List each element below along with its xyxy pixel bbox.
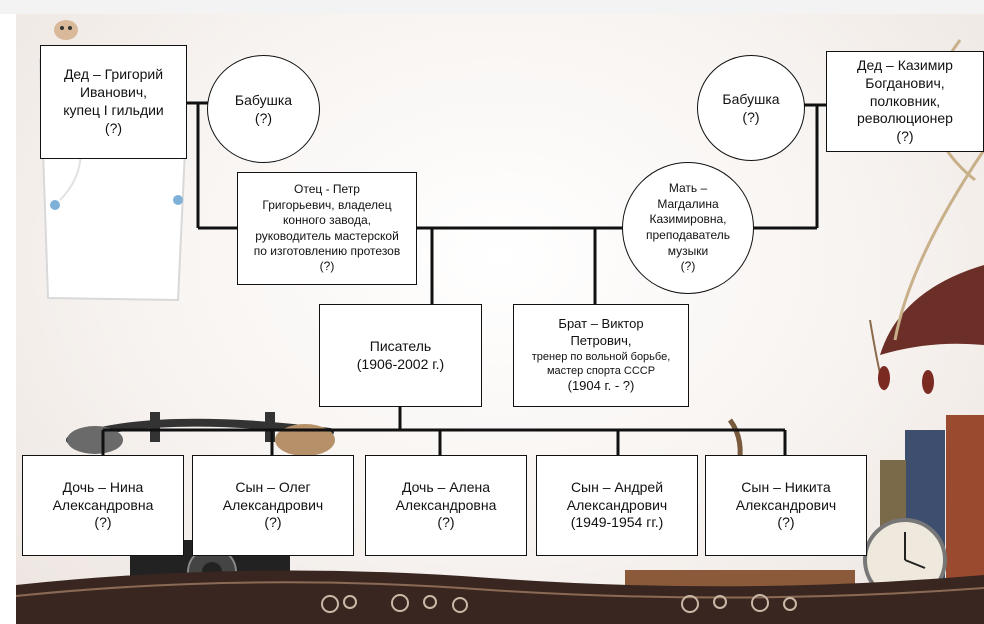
grandmother-paternal-circle: Бабушка (?) [207,55,320,163]
father-box: Отец - Петр Григорьевич, владелец конног… [237,172,417,285]
ornament-footer [15,570,984,624]
brother-name: Брат – Виктор Петрович, [558,316,644,349]
child-box: Сын – Никита Александрович (?) [705,455,867,556]
child-box: Дочь – Алена Александровна (?) [365,455,527,556]
umbrella-icon [869,39,984,394]
grandmother-maternal-circle: Бабушка (?) [697,55,805,161]
grandfather-paternal-box: Дед – Григорий Иванович, купец I гильдии… [40,45,187,159]
child-box: Сын – Олег Александрович (?) [192,455,354,556]
brother-occupation: тренер по вольной борьбе, мастер спорта … [531,350,671,377]
child-box: Дочь – Нина Александровна (?) [22,455,184,556]
grandfather-maternal-box: Дед – Казимир Богданович, полковник, рев… [826,51,984,152]
brother-box: Брат – Виктор Петрович, тренер по вольно… [513,304,689,407]
writer-box: Писатель (1906-2002 г.) [319,304,482,407]
child-box: Сын – Андрей Александрович (1949-1954 гг… [536,455,698,556]
brother-years: (1904 г. - ?) [567,377,635,393]
mother-circle: Мать – Магдалина Казимировна, преподават… [622,162,754,294]
